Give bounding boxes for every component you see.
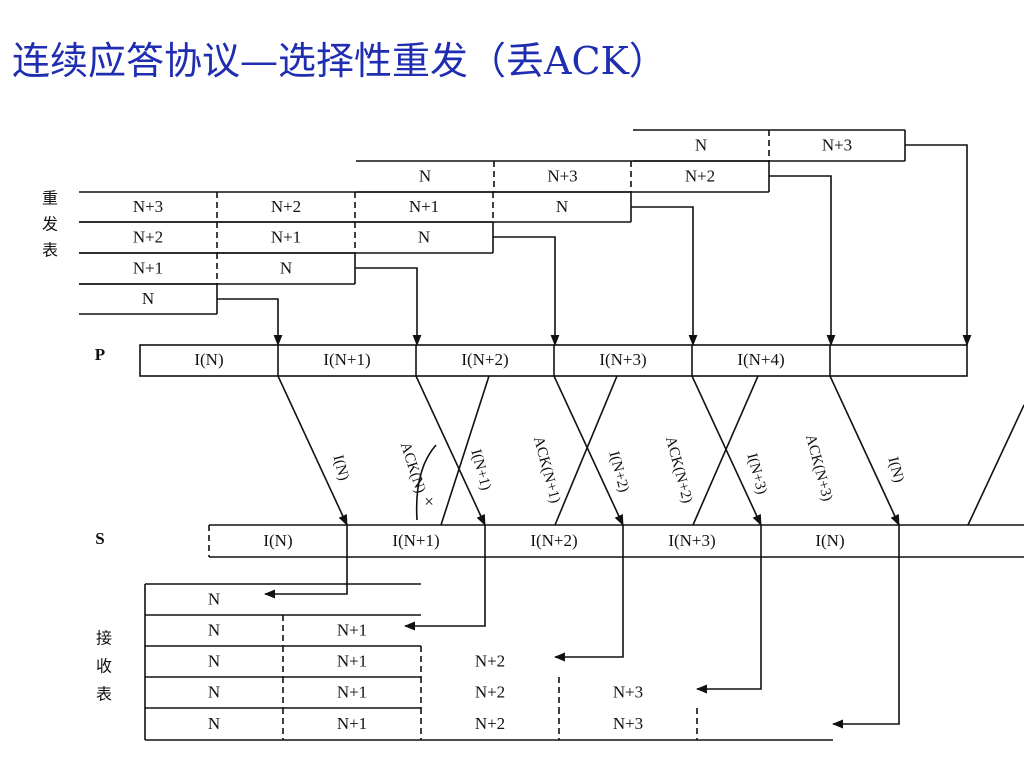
resend-cell: N+3	[822, 135, 852, 154]
message-label: I(N)	[884, 455, 906, 484]
p-frame: I(N+2)	[461, 350, 508, 369]
message-line	[691, 375, 762, 527]
resend-to-p-arrow	[905, 144, 972, 347]
message-label: I(N)	[329, 453, 351, 482]
resend-cell: N	[695, 135, 707, 154]
resend-cell: N+1	[133, 258, 163, 277]
p-frame: I(N+3)	[599, 350, 646, 369]
s-frame: I(N+2)	[530, 531, 577, 550]
receive-cell: N	[208, 589, 220, 608]
receive-cell: N+3	[613, 682, 643, 701]
resend-table-label: 重	[42, 190, 58, 208]
resend-cell: N+2	[133, 227, 163, 246]
message-label: ACK(N+3)	[802, 433, 835, 503]
message-label: I(N+3)	[743, 452, 769, 496]
message-line	[553, 375, 624, 527]
message-line	[967, 404, 1024, 526]
resend-table-label: 发	[42, 216, 58, 234]
message-line	[692, 375, 759, 526]
p-label: P	[95, 345, 105, 364]
receive-table-label: 接	[96, 630, 112, 648]
s-label: S	[95, 529, 104, 548]
page-title: 连续应答协议—选择性重发（丢ACK）	[12, 39, 667, 83]
message-line	[440, 375, 490, 526]
message-label: I(N+1)	[467, 448, 493, 492]
resend-table-label: 表	[42, 242, 58, 260]
resend-to-p-arrow	[769, 175, 836, 347]
resend-cell: N	[418, 227, 430, 246]
s-frame: I(N+3)	[668, 531, 715, 550]
resend-cell: N+3	[133, 197, 163, 216]
receive-cell: N+1	[337, 620, 367, 639]
message-line	[554, 375, 618, 526]
message-label: ACK(N+1)	[530, 435, 563, 505]
p-frame: I(N+4)	[737, 350, 784, 369]
receive-cell: N	[208, 620, 220, 639]
receive-arrow	[553, 557, 624, 662]
receive-cell: N+1	[337, 651, 367, 670]
p-frame: I(N)	[194, 350, 223, 369]
s-frame: I(N)	[263, 531, 292, 550]
resend-cell: N	[142, 289, 154, 308]
resend-cell: N	[556, 197, 568, 216]
message-line	[277, 375, 348, 527]
receive-cell: N+1	[337, 682, 367, 701]
message-line	[829, 375, 900, 527]
receive-arrow	[831, 557, 900, 729]
receive-table-label: 收	[96, 658, 112, 676]
resend-cell: N+2	[271, 197, 301, 216]
resend-to-p-arrow	[493, 236, 560, 347]
resend-to-p-arrow	[355, 267, 422, 347]
message-label: I(N+2)	[605, 450, 631, 494]
receive-cell: N	[208, 714, 220, 733]
receive-cell: N+1	[337, 714, 367, 733]
s-frame: I(N+1)	[392, 531, 439, 550]
p-frame: I(N+1)	[323, 350, 370, 369]
lost-ack-line	[415, 444, 437, 521]
message-label: ACK(N+2)	[662, 435, 695, 505]
receive-arrow	[263, 557, 348, 599]
receive-cell: N	[208, 651, 220, 670]
receive-arrow	[403, 557, 486, 631]
resend-to-p-arrow	[631, 206, 698, 347]
s-frame: I(N)	[815, 531, 844, 550]
resend-cell: N+1	[409, 197, 439, 216]
resend-cell: N+2	[685, 166, 715, 185]
resend-cell: N	[280, 258, 292, 277]
receive-cell: N+3	[613, 714, 643, 733]
message-line	[415, 375, 486, 527]
receive-cell: N+2	[475, 714, 505, 733]
receive-table-label: 表	[96, 686, 112, 704]
resend-cell: N	[419, 166, 431, 185]
lost-ack-mark: ×	[424, 492, 434, 511]
receive-cell: N+2	[475, 682, 505, 701]
receive-cell: N+2	[475, 651, 505, 670]
receive-arrow	[695, 557, 762, 694]
resend-cell: N+3	[547, 166, 577, 185]
resend-to-p-arrow	[217, 298, 283, 347]
receive-cell: N	[208, 682, 220, 701]
resend-cell: N+1	[271, 227, 301, 246]
